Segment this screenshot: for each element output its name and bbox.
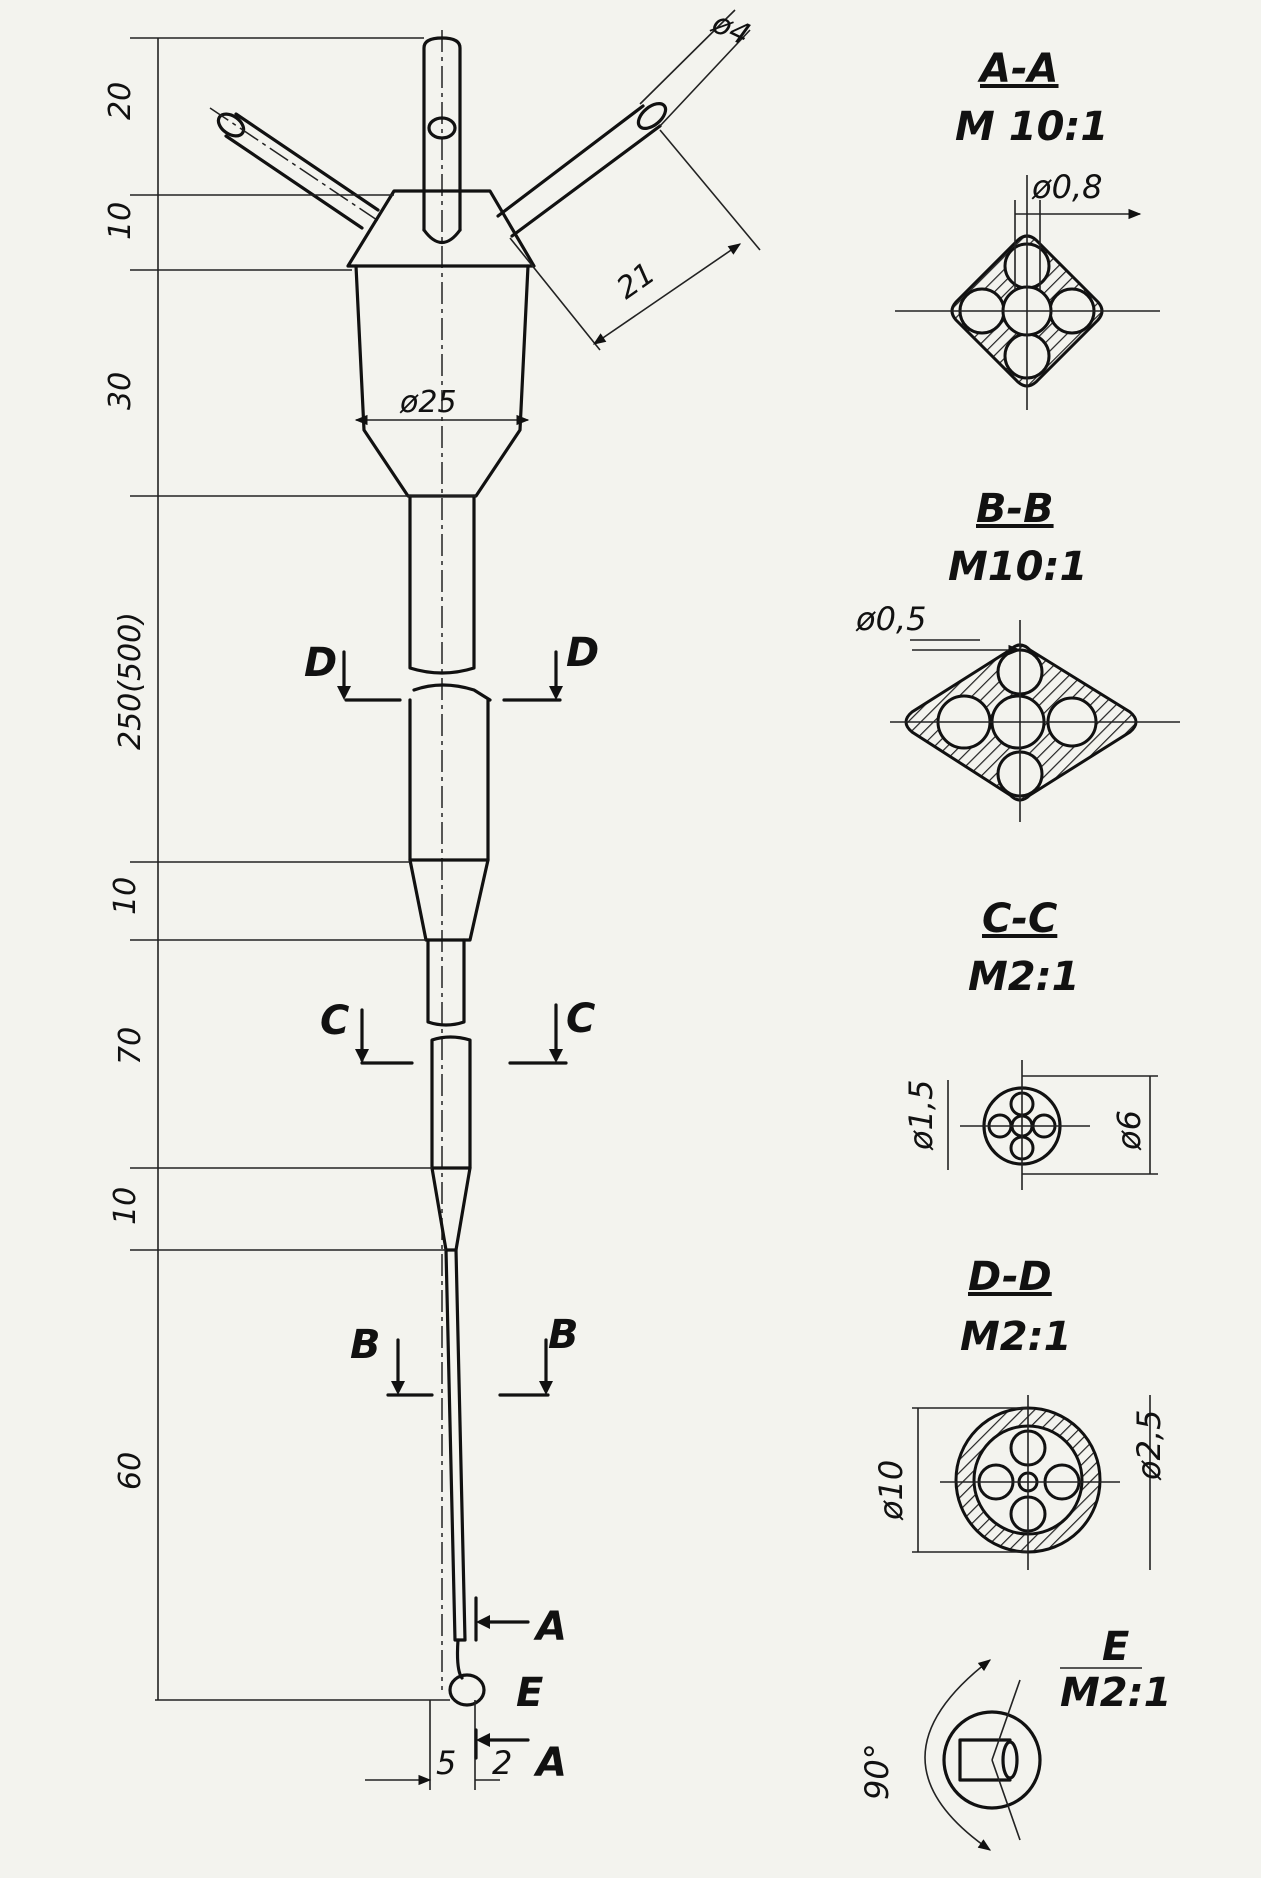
dim-10-top: 10 (103, 202, 138, 240)
dim-30: 30 (103, 372, 138, 410)
top-tube (422, 36, 462, 232)
section-A-A: A-A M 10:1 ø0,8 (895, 46, 1160, 410)
cut-label-C-left: C (320, 998, 349, 1044)
detail-E-title: E (1102, 1624, 1129, 1670)
section-B-scale: M10:1 (948, 544, 1087, 590)
left-branch-tube (224, 112, 380, 230)
cut-line-C (355, 1003, 568, 1065)
dim-60: 60 (113, 1452, 148, 1490)
break-line-1 (412, 683, 492, 702)
section-A-title: A-A (977, 46, 1059, 92)
dim-body-diameter: ø25 (399, 385, 457, 420)
dim-10-low: 10 (108, 1187, 143, 1225)
detail-label-E: E (516, 1670, 543, 1716)
dim-branch-length: 21 (611, 256, 662, 307)
cut-label-A-bottom: A (533, 1740, 567, 1786)
section-D-title: D-D (968, 1254, 1052, 1300)
section-D-dim-right: ø2,5 (1130, 1410, 1168, 1481)
section-C-dim-left: ø1,5 (902, 1080, 940, 1151)
cut-line-A (474, 1596, 530, 1760)
detail-E-angle: 90° (858, 1743, 896, 1800)
lower-cylinder (426, 938, 466, 1027)
taper-2 (408, 858, 490, 942)
section-B-dim: ø0,5 (855, 600, 926, 638)
cut-label-A-top: A (533, 1604, 567, 1650)
dim-5: 5 (436, 1744, 456, 1782)
cut-label-D-right: D (566, 630, 599, 676)
middle-cylinder (408, 698, 490, 862)
dim-2: 2 (492, 1744, 512, 1782)
dim-250: 250(500) (113, 612, 148, 750)
head-collar (346, 189, 536, 268)
cut-label-D-left: D (304, 640, 337, 686)
right-branch-end (636, 102, 668, 130)
cut-label-B-right: B (548, 1312, 579, 1358)
dim-top-diameter: ø4 (706, 5, 756, 53)
section-C-C: C-C M2:1 ø1,5 ø6 (902, 896, 1158, 1190)
cut-line-D (337, 650, 563, 702)
dim-20: 20 (103, 82, 138, 120)
left-dimension-chain (130, 37, 450, 1701)
section-A-dim: ø0,8 (1031, 168, 1102, 206)
cut-label-C-right: C (566, 996, 595, 1042)
branch-dimensions (509, 9, 761, 351)
cut-label-B-left: B (350, 1322, 381, 1368)
top-tube-end (422, 228, 462, 245)
detail-E-scale: M2:1 (1060, 1670, 1171, 1716)
probe-main-view (209, 30, 668, 1707)
tip-dimensions (365, 1700, 500, 1790)
upper-cylinder (408, 494, 476, 675)
cut-line-B (386, 1338, 553, 1397)
section-B-B: B-B M10:1 ø0,5 (855, 486, 1180, 822)
lower-cylinder-2 (430, 1035, 472, 1170)
dim-10-mid: 10 (108, 877, 143, 915)
needle (444, 1248, 467, 1642)
section-A-scale: M 10:1 (955, 104, 1108, 150)
section-C-title: C-C (982, 896, 1057, 942)
dim-70: 70 (113, 1027, 148, 1065)
top-tube-hole (427, 116, 457, 140)
taper-3 (430, 1166, 472, 1252)
right-branch-tube (496, 104, 662, 238)
needle-tip-ball (448, 1673, 486, 1707)
section-C-dim-right: ø6 (1110, 1110, 1148, 1151)
left-branch-end (216, 112, 246, 138)
section-B-title: B-B (976, 486, 1054, 532)
section-D-D: D-D M2:1 ø10 ø2,5 (872, 1254, 1168, 1570)
section-D-scale: M2:1 (960, 1314, 1071, 1360)
detail-E: E M2:1 90° (858, 1624, 1171, 1851)
section-D-dim-left: ø10 (872, 1460, 910, 1521)
section-C-scale: M2:1 (968, 954, 1079, 1000)
